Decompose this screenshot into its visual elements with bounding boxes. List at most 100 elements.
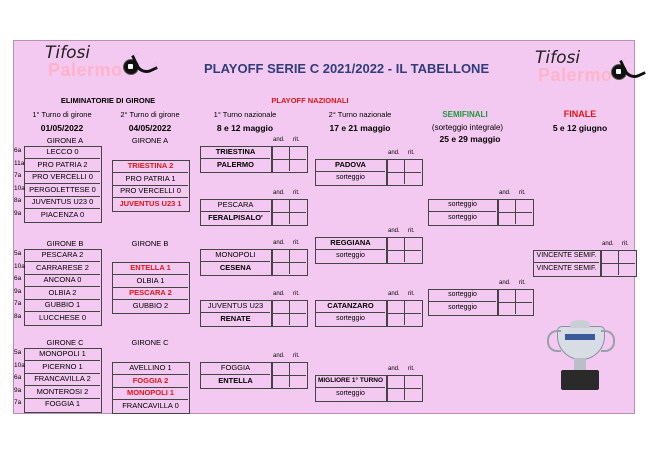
score-box — [387, 300, 423, 327]
team-cell: TRIESTINA 2 — [113, 160, 188, 173]
rit-label: rit. — [293, 353, 300, 359]
and-label: and. — [499, 280, 511, 286]
team-cell: OLBIA 1 — [113, 275, 188, 288]
date-semi: 25 e 29 maggio — [430, 134, 510, 144]
and-label: and. — [273, 190, 285, 196]
team-cell: FRANCAVILLA 0 — [113, 400, 188, 412]
team-cell: FOGGIA 2 — [113, 375, 188, 388]
rit-label: rit. — [293, 240, 300, 246]
team-cell: ANCONA 0 — [25, 274, 100, 287]
and-label: and. — [388, 366, 400, 372]
team-cell: JUVENTUS U23 — [201, 300, 270, 313]
page-title: PLAYOFF SERIE C 2021/2022 - IL TABELLONE — [204, 61, 489, 76]
girone-c-label: GIRONE C — [30, 338, 100, 347]
score-box — [601, 250, 637, 277]
score-box — [272, 362, 308, 389]
team-cell: MIGLIORE 1° TURNO — [316, 375, 385, 388]
tifosi-palermo-logo-left: Tifosi Palermo — [45, 43, 145, 83]
score-divider — [272, 262, 306, 263]
score-divider — [498, 302, 532, 303]
score-divider — [272, 375, 306, 376]
team-cell: sorteggio — [316, 313, 385, 325]
team-cell: JUVENTUS U23 0 — [25, 196, 100, 209]
header-eliminatorie: ELIMINATORIE DI GIRONE — [43, 96, 173, 105]
score-divider — [387, 388, 421, 389]
team-cell: CATANZARO — [316, 300, 385, 313]
and-label: and. — [388, 291, 400, 297]
score-box — [272, 199, 308, 226]
and-label: and. — [273, 240, 285, 246]
rit-label: rit. — [519, 190, 526, 196]
rit-label: rit. — [408, 150, 415, 156]
score-divider — [498, 212, 532, 213]
team-cell: VINCENTE SEMIF. — [534, 263, 599, 275]
team-cell: ENTELLA 1 — [113, 262, 188, 275]
and-label: and. — [388, 150, 400, 156]
and-label: and. — [273, 137, 285, 143]
team-cell: FRANCAVILLA 2 — [25, 373, 100, 386]
date-naz1: 8 e 12 maggio — [200, 123, 290, 133]
team-cell: PALERMO — [201, 159, 270, 171]
header-turno1-nazionale: 1° Turno nazionale — [200, 110, 290, 119]
team-cell: sorteggio — [316, 250, 385, 262]
score-divider — [601, 263, 635, 264]
team-cell: MONOPOLI — [201, 249, 270, 262]
team-cell: TRIESTINA — [201, 146, 270, 159]
team-cell: CESENA — [201, 262, 270, 274]
logo-text-palermo: Palermo — [48, 60, 123, 81]
team-cell: GUBBIO 2 — [113, 300, 188, 312]
and-label: and. — [602, 241, 614, 247]
team-cell: JUVENTUS U23 1 — [113, 198, 188, 210]
team-cell: sorteggio — [429, 302, 496, 314]
trophy-icon — [545, 320, 615, 400]
team-cell: sorteggio — [316, 388, 385, 400]
team-cell: GUBBIO 1 — [25, 299, 100, 312]
team-cell: LUCCHESE 0 — [25, 312, 100, 324]
rit-label: rit. — [293, 190, 300, 196]
score-box — [272, 300, 308, 327]
team-cell: PESCARA 2 — [25, 249, 100, 262]
team-cell: REGGIANA — [316, 237, 385, 250]
team-cell: PRO VERCELLI 0 — [25, 171, 100, 184]
team-cell: FOGGIA 1 — [25, 398, 100, 410]
team-cell: RENATE — [201, 313, 270, 325]
team-cell: sorteggio — [316, 172, 385, 184]
team-cell: PERGOLETTESE 0 — [25, 184, 100, 197]
semi-note: (sorteggio integrale) — [425, 123, 510, 132]
girone-c-label-r2: GIRONE C — [115, 338, 185, 347]
girone-a-label: GIRONE A — [30, 136, 100, 145]
tifosi-palermo-logo-right: Tifosi Palermo — [535, 48, 635, 88]
team-cell: PESCARA 2 — [113, 287, 188, 300]
score-divider — [272, 159, 306, 160]
header-playoff-nazionali: PLAYOFF NAZIONALI — [255, 96, 365, 105]
team-cell: OLBIA 2 — [25, 287, 100, 300]
score-divider — [272, 212, 306, 213]
team-cell: AVELLINO 1 — [113, 362, 188, 375]
rit-label: rit. — [408, 228, 415, 234]
rit-label: rit. — [408, 291, 415, 297]
score-divider — [387, 313, 421, 314]
score-box — [498, 289, 534, 316]
team-cell: PESCARA — [201, 199, 270, 212]
header-turno1-girone: 1° Turno di girone — [22, 110, 102, 119]
logo-text-palermo: Palermo — [538, 65, 613, 86]
and-label: and. — [273, 353, 285, 359]
rit-label: rit. — [622, 241, 629, 247]
team-cell: PIACENZA 0 — [25, 209, 100, 221]
team-cell: PRO PATRIA 2 — [25, 159, 100, 172]
score-box — [387, 375, 423, 402]
date-turno1: 01/05/2022 — [22, 123, 102, 133]
date-naz2: 17 e 21 maggio — [315, 123, 405, 133]
girone-a-label-r2: GIRONE A — [115, 136, 185, 145]
team-cell: PRO VERCELLI 0 — [113, 185, 188, 198]
score-box — [498, 199, 534, 226]
team-cell: FERALPISALO' — [201, 212, 270, 224]
header-semifinali: SEMIFINALI — [430, 110, 500, 119]
team-cell: VINCENTE SEMIF. — [534, 250, 599, 263]
and-label: and. — [273, 291, 285, 297]
rit-label: rit. — [519, 280, 526, 286]
team-cell: MONOPOLI 1 — [25, 348, 100, 361]
team-cell: PICERNO 1 — [25, 361, 100, 374]
team-cell: sorteggio — [429, 199, 496, 212]
and-label: and. — [499, 190, 511, 196]
